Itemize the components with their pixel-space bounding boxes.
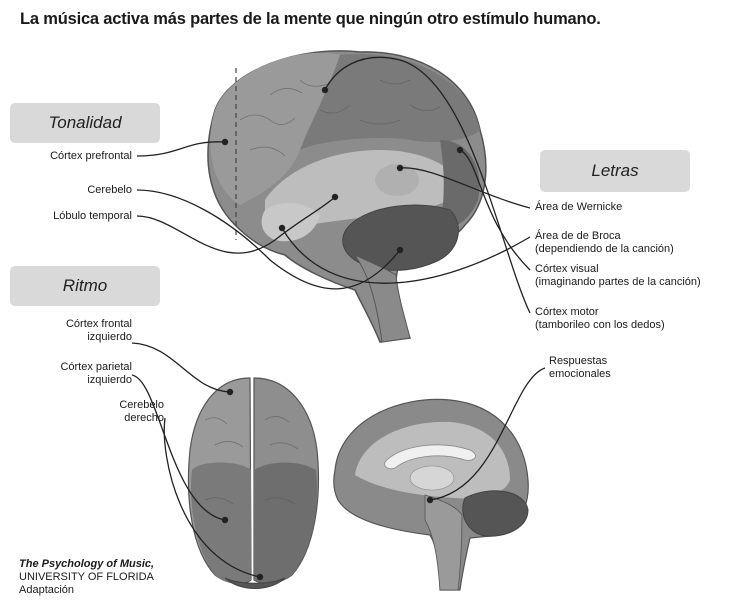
label-cortex-visual: Córtex visual (imaginando partes de la c… [535,263,701,289]
source-credit: The Psychology of Music, UNIVERSITY OF F… [19,558,154,597]
label-cortex-frontal-izq: Córtex frontal izquierdo [66,318,132,344]
label-cortex-parietal-izq-line2: izquierdo [60,374,132,387]
label-cerebelo-derecho-line2: derecho [119,412,164,425]
top-brain [188,378,318,589]
sagittal-cerebellum [463,491,528,536]
label-cortex-motor-line2: (tamborileo con los dedos) [535,319,665,332]
label-cortex-frontal-izq-line2: izquierdo [66,331,132,344]
label-respuestas-emocionales: Respuestas emocionales [549,355,611,381]
label-cortex-frontal-izq-line1: Córtex frontal [66,318,132,331]
label-cerebelo-derecho-line1: Cerebelo [119,399,164,412]
limbic-region [410,466,454,490]
right-parietal-shade [254,463,317,584]
category-ritmo: Ritmo [10,266,160,306]
label-area-broca-line2: (dependiendo de la canción) [535,243,674,256]
label-cortex-visual-line1: Córtex visual [535,263,701,276]
category-tonalidad: Tonalidad [10,103,160,143]
sagittal-stem [425,495,462,590]
label-cortex-motor-line1: Córtex motor [535,306,665,319]
source-note: Adaptación [19,584,154,597]
source-org: UNIVERSITY OF FLORIDA [19,571,154,584]
label-cortex-motor: Córtex motor (tamborileo con los dedos) [535,306,665,332]
label-area-broca: Área de de Broca (dependiendo de la canc… [535,230,674,256]
label-cortex-prefrontal: Córtex prefrontal [50,150,132,163]
label-cortex-parietal-izq: Córtex parietal izquierdo [60,361,132,387]
side-brain [208,51,486,342]
label-cerebelo: Cerebelo [87,184,132,197]
label-area-wernicke: Área de Wernicke [535,201,622,214]
label-respuestas-line1: Respuestas [549,355,611,368]
label-respuestas-line2: emocionales [549,368,611,381]
label-cerebelo-derecho: Cerebelo derecho [119,399,164,425]
label-area-broca-line1: Área de de Broca [535,230,674,243]
sagittal-brain [334,399,529,590]
left-parietal-shade [191,463,251,584]
line-frontal-izq [132,343,230,392]
label-lobulo-temporal: Lóbulo temporal [53,210,132,223]
label-cortex-parietal-izq-line1: Córtex parietal [60,361,132,374]
source-title: The Psychology of Music, [19,558,154,571]
label-cortex-visual-line2: (imaginando partes de la canción) [535,276,701,289]
category-letras: Letras [540,150,690,192]
